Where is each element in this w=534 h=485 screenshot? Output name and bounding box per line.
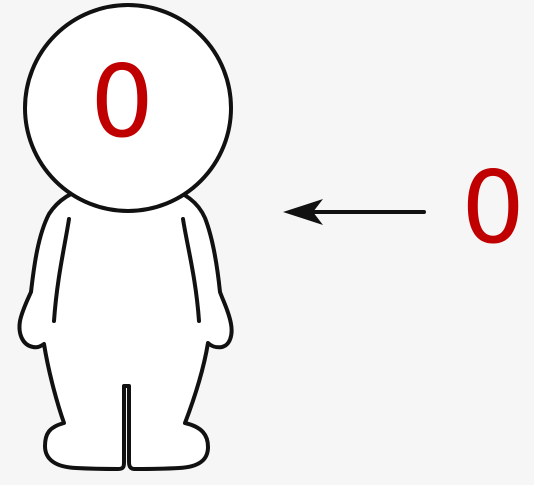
head-number-label: 0 [90,43,154,160]
input-number-label: 0 [461,149,525,266]
left-arrow-icon [283,199,426,225]
person-outline-icon [17,3,234,471]
head-outline [23,3,233,213]
